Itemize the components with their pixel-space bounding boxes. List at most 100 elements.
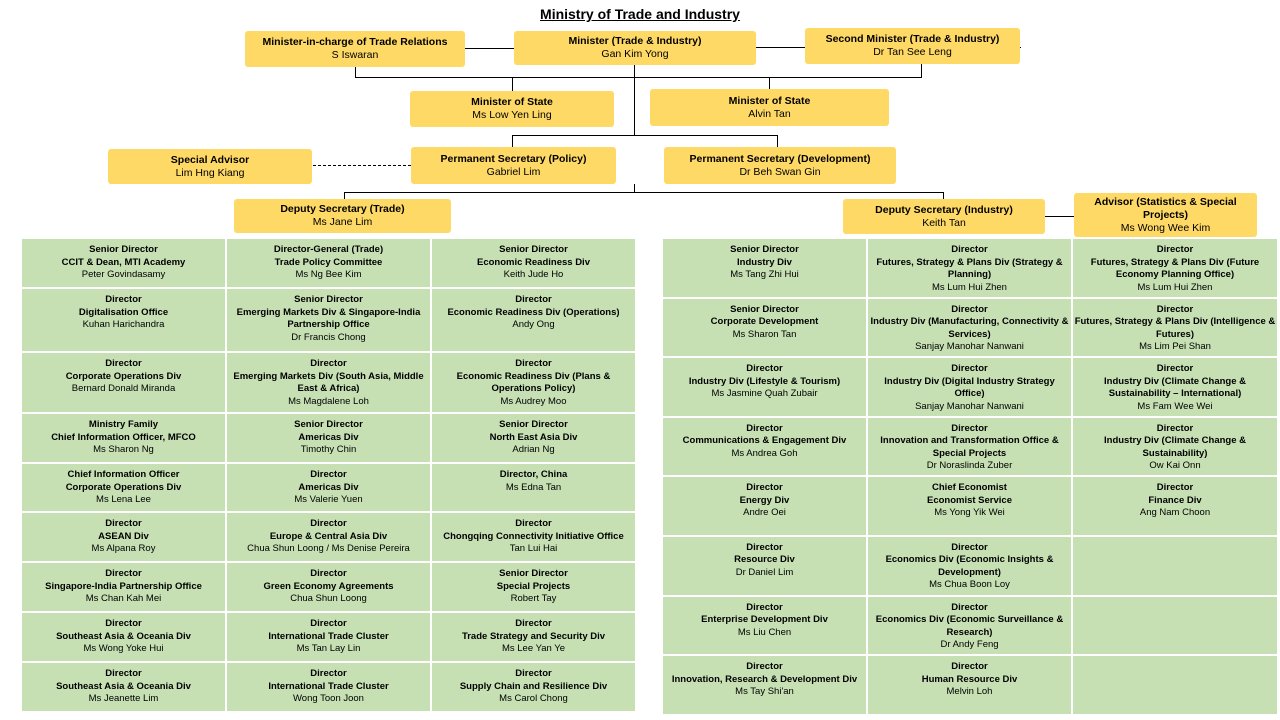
division-title: Director bbox=[746, 482, 783, 494]
division-title: Director bbox=[746, 422, 783, 434]
person-name: Ms Yong Yik Wei bbox=[934, 507, 1005, 519]
special-advisor-box: Special Advisor Lim Hng Kiang bbox=[108, 149, 312, 184]
person-name: Ow Kai Onn bbox=[1149, 460, 1201, 472]
person-name: Ms Chua Boon Loy bbox=[929, 579, 1010, 591]
person-name: Ms Andrea Goh bbox=[731, 447, 798, 459]
division-title: Enterprise Development Div bbox=[701, 614, 828, 626]
connector-line bbox=[355, 77, 922, 78]
division-title: Economic Readiness Div (Plans & Operatio… bbox=[456, 370, 611, 395]
minister-of-state-box: Minister of State Ms Low Yen Ling bbox=[410, 91, 614, 127]
person-name: Robert Tay bbox=[510, 593, 557, 604]
division-title: Director bbox=[951, 303, 988, 315]
division-title: Futures, Strategy & Plans Div (Strategy … bbox=[876, 256, 1063, 281]
person-name: Dr Noraslinda Zuber bbox=[926, 460, 1013, 472]
person-name: Ms Fam Wee Wei bbox=[1137, 400, 1213, 412]
person-name: Ms Chan Kah Mei bbox=[85, 593, 162, 604]
division-title: Human Resource Div bbox=[921, 673, 1018, 685]
connector-line bbox=[512, 77, 513, 91]
person-name: Wong Toon Joon bbox=[293, 693, 364, 704]
person-name: Ms Jane Lim bbox=[312, 216, 373, 228]
person-name: Keith Jude Ho bbox=[503, 269, 564, 280]
division-title: Director bbox=[951, 422, 988, 434]
minister-box: Minister (Trade & Industry) Gan Kim Yong bbox=[514, 31, 756, 65]
division-title: Chongqing Connectivity Initiative Office bbox=[443, 530, 624, 542]
person-name: Kuhan Harichandra bbox=[82, 319, 165, 330]
person-name: Peter Govindasamy bbox=[81, 269, 166, 280]
division-title: Senior Director bbox=[499, 568, 568, 579]
person-name: Ms Sharon Ng bbox=[93, 444, 154, 455]
division-title: Director bbox=[105, 668, 142, 679]
person-name: Sanjay Manohar Nanwani bbox=[915, 400, 1024, 412]
division-title: Americas Div bbox=[298, 431, 359, 443]
division-title: Industry Div (Manufacturing, Connectivit… bbox=[870, 316, 1069, 340]
role-label: Minister (Trade & Industry) bbox=[568, 35, 702, 47]
division-title: Director bbox=[515, 618, 552, 629]
division-title: Supply Chain and Resilience Div bbox=[459, 680, 608, 692]
person-name: Ms Carol Chong bbox=[499, 693, 568, 704]
division-title: Director bbox=[105, 518, 142, 529]
connector-line bbox=[1045, 216, 1074, 217]
division-title: Special Projects bbox=[496, 580, 571, 592]
person-name: Ms Edna Tan bbox=[505, 481, 562, 493]
role-label: Deputy Secretary (Trade) bbox=[280, 203, 405, 215]
empty-cell bbox=[1073, 536, 1277, 595]
division-title: Industry Div (Digital Industry Strategy … bbox=[884, 375, 1055, 400]
person-name: Ms Magdalene Loh bbox=[288, 395, 369, 407]
division-title: Director bbox=[515, 294, 552, 305]
division-title: Director bbox=[1156, 303, 1194, 315]
dashed-connector bbox=[313, 165, 411, 166]
division-title: Futures, Strategy & Plans Div (Future Ec… bbox=[1090, 256, 1260, 281]
person-name: Dr Beh Swan Gin bbox=[739, 165, 821, 178]
division-title: Trade Strategy and Security Div bbox=[461, 630, 606, 642]
connector-line bbox=[512, 135, 513, 147]
role-label: Second Minister (Trade & Industry) bbox=[825, 33, 1000, 45]
division-title: Director bbox=[951, 363, 988, 375]
division-title: Director bbox=[1156, 422, 1194, 434]
person-name: Ms Low Yen Ling bbox=[472, 109, 552, 121]
division-title: Chief Information Officer, MFCO bbox=[51, 431, 196, 443]
person-name: Ms Jeanette Lim bbox=[88, 693, 159, 704]
connector-line bbox=[355, 66, 356, 78]
division-title: Director bbox=[951, 661, 988, 673]
division-title: Futures, Strategy & Plans Div (Intellige… bbox=[1074, 316, 1276, 340]
division-title: Corporate Operations Div bbox=[65, 370, 182, 382]
connector-line bbox=[634, 64, 635, 136]
person-name: Ms Ng Bee Kim bbox=[295, 269, 362, 280]
division-title: Emerging Markets Div & Singapore-India P… bbox=[236, 306, 421, 331]
person-name: Lim Hng Kiang bbox=[175, 166, 245, 179]
division-title: Director bbox=[105, 618, 142, 629]
person-name: Ms Liu Chen bbox=[737, 626, 792, 638]
deputy-secretary-trade-box: Deputy Secretary (Trade) Ms Jane Lim bbox=[234, 199, 451, 233]
person-name: Ms Alpana Roy bbox=[91, 543, 156, 554]
division-title: Emerging Markets Div (South Asia, Middle… bbox=[233, 370, 424, 395]
division-title: Trade Policy Committee bbox=[274, 256, 383, 268]
division-title: Industry Div bbox=[737, 256, 792, 268]
division-title: Director bbox=[746, 601, 783, 613]
division-title: Director bbox=[1156, 482, 1194, 494]
person-name: Ms Lum Hui Zhen bbox=[932, 281, 1007, 293]
division-title: Economics Div (Economic Insights & Devel… bbox=[885, 554, 1054, 578]
person-name: Andy Ong bbox=[512, 319, 555, 330]
